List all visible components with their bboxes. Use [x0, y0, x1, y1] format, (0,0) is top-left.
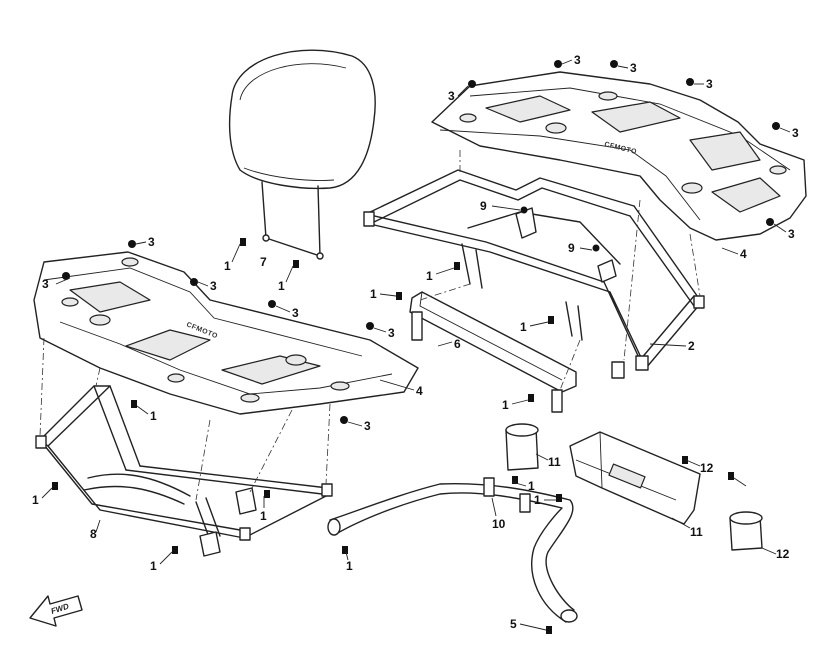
callout-8: 10: [492, 517, 506, 531]
callout-12: 12: [700, 461, 714, 475]
callout-1: 1: [528, 479, 535, 493]
callout-1: 1: [534, 493, 541, 507]
backrest: [228, 49, 376, 260]
cross-bar: [409, 291, 577, 413]
callout-3: 3: [706, 77, 713, 91]
callout-5: 6: [454, 337, 461, 351]
callout-1: 1: [150, 559, 157, 573]
callout-3: 3: [42, 277, 49, 291]
callout-3: 3: [388, 326, 395, 340]
callout-7: 7: [260, 255, 267, 269]
callout-11: 11: [548, 455, 561, 469]
mount-bracket: [569, 431, 701, 525]
callout-3: 3: [574, 53, 581, 67]
callout-9: 9: [480, 199, 487, 213]
callout-3: 3: [210, 279, 217, 293]
callout-3: 3: [792, 126, 799, 140]
callout-1: 1: [260, 509, 267, 523]
front-rack: CFMOTO: [33, 251, 419, 415]
callout-3: 3: [788, 227, 795, 241]
callout-2: 8: [90, 527, 97, 541]
callout-1: 1: [346, 559, 353, 573]
fasteners: [52, 60, 780, 634]
callout-3: 3: [630, 61, 637, 75]
callout-leaders: [41, 59, 791, 631]
callout-1: 1: [370, 287, 377, 301]
forward-arrow-icon: FWD: [29, 595, 83, 627]
rear-rack: CFMOTO: [431, 71, 807, 241]
callout-3: 3: [364, 419, 371, 433]
front-rack-frame: [35, 385, 333, 557]
callout-3: 3: [292, 306, 299, 320]
callout-1: 5: [510, 617, 517, 631]
callout-11: 12: [776, 547, 790, 561]
callout-1: 1: [426, 269, 433, 283]
callout-labels: 3 3 3 3 3 3 3 3 3 3 3 3 4 4 9 9 7 1 1 1 …: [32, 53, 799, 631]
callout-10: 11: [690, 525, 703, 539]
callout-1: 1: [32, 493, 39, 507]
callout-6: 2: [688, 339, 695, 353]
callout-1: 1: [520, 320, 527, 334]
callout-1: 1: [150, 409, 157, 423]
callout-9: 9: [568, 241, 575, 255]
callout-1: 1: [224, 259, 231, 273]
callout-1: 1: [278, 279, 285, 293]
grab-bar: [327, 477, 578, 623]
callout-3: 3: [448, 89, 455, 103]
callout-1: 1: [502, 398, 509, 412]
callout-4: 4: [416, 384, 423, 398]
callout-3: 3: [148, 235, 155, 249]
callout-4: 4: [740, 247, 747, 261]
leader-lines: [39, 150, 701, 501]
rear-rack-frame: [363, 169, 705, 379]
